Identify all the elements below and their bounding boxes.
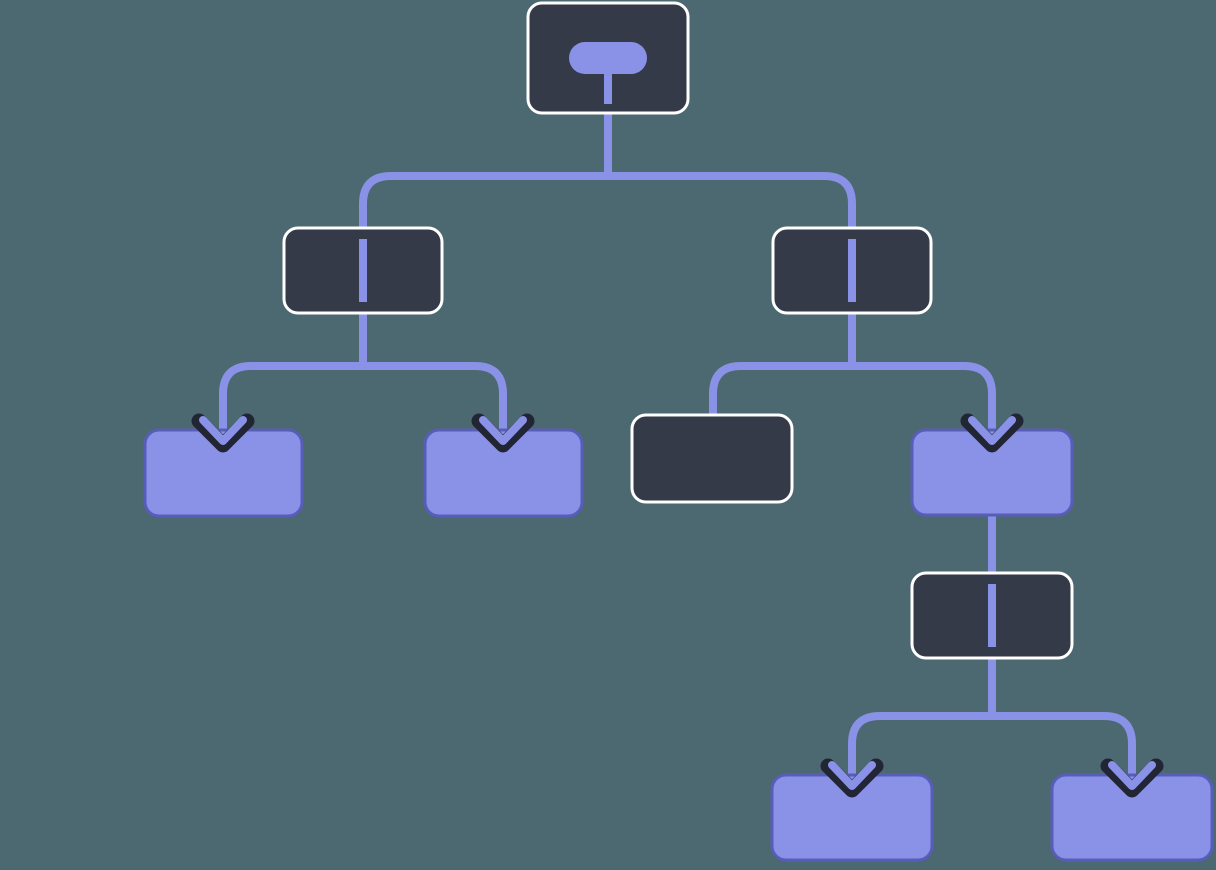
mid-purple-node[interactable] <box>910 428 1074 517</box>
chevron-arrow-leaf-3-inner <box>828 761 876 790</box>
chevron-arrow-leaf-2-inner <box>479 416 527 445</box>
leaf-node-4[interactable] <box>1050 773 1214 862</box>
leaf-node-3[interactable] <box>770 773 934 862</box>
root-pill-icon <box>569 42 647 74</box>
leaf-node-2[interactable] <box>423 428 584 518</box>
connector-right-split <box>709 362 996 440</box>
connector-level1-split <box>359 172 856 235</box>
chevron-arrow-leaf-1-inner <box>199 416 247 445</box>
connector-left-split <box>219 362 507 440</box>
connector-lower-split <box>848 712 1136 790</box>
root-stem-icon <box>604 68 612 104</box>
chevron-arrow-mid-inner <box>968 416 1016 445</box>
chevron-arrow-leaf-4-inner <box>1108 761 1156 790</box>
dark-leaf-node[interactable] <box>630 413 794 504</box>
leaf-node-1[interactable] <box>143 428 304 518</box>
